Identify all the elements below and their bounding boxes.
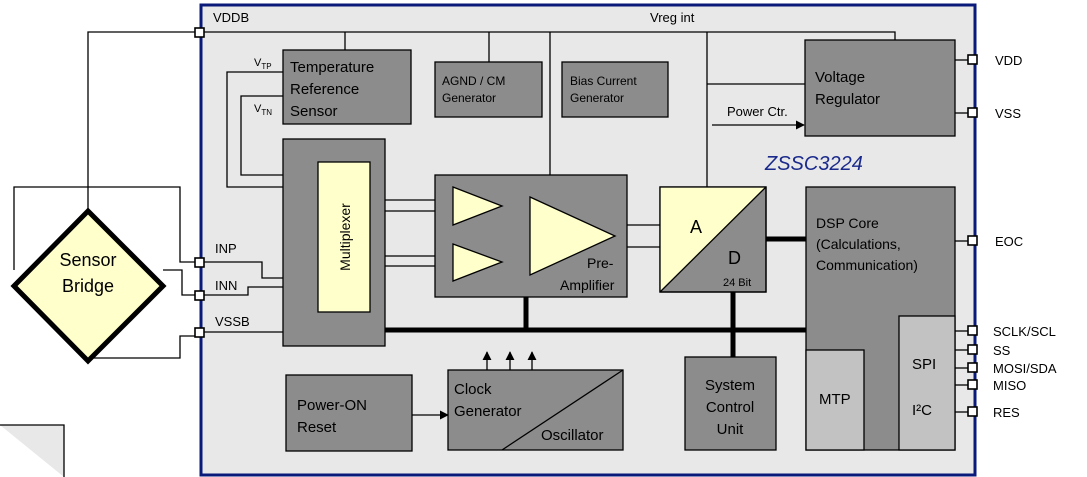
bias-block (561, 61, 669, 118)
pin-miso (967, 379, 978, 390)
amp-main-triangle (529, 195, 617, 277)
regulator-line2: Regulator (815, 91, 880, 108)
vddb-label: VDDB (213, 10, 249, 25)
vtn-label: VTN (254, 103, 272, 117)
chip-title: ZSSC3224 (764, 153, 863, 175)
pin-vdd (967, 54, 978, 65)
ss-label: SS (993, 343, 1011, 358)
clock-line1: Clock (454, 381, 492, 398)
multiplexer-inner (317, 161, 371, 313)
i2c-label: I²C (912, 402, 932, 419)
agnd-line1: AGND / CM (442, 74, 505, 88)
bias-line1: Bias Current (570, 74, 637, 88)
vreg-label: Vreg int (650, 10, 695, 25)
por-line1: Power-ON (297, 397, 367, 414)
mtp-label: MTP (819, 391, 851, 408)
vtp-label: VTP (254, 57, 272, 71)
pin-vddb (194, 27, 205, 38)
dsp-line3: Communication) (816, 257, 918, 273)
mtp-block (805, 349, 865, 451)
dsp-line1: DSP Core (816, 215, 879, 231)
agnd-block (434, 61, 543, 118)
clock-line3: Oscillator (541, 427, 604, 444)
temp-sensor-line2: Reference (290, 81, 359, 98)
adc-a-label: A (690, 217, 702, 237)
digital-bus (385, 236, 806, 357)
pin-mosi (967, 362, 978, 373)
pin-vssb (194, 327, 205, 338)
regulator-block (804, 39, 956, 137)
adc-bits-label: 24 Bit (723, 277, 751, 289)
sensor-bridge (10, 207, 167, 365)
pin-res (967, 406, 978, 417)
bridge-line1: Sensor (59, 250, 116, 270)
amp-top-triangle (452, 186, 504, 226)
temp-sensor-line3: Sensor (290, 103, 338, 120)
regulator-line1: Voltage (815, 69, 865, 86)
por-block (285, 374, 413, 452)
bridge-line2: Bridge (62, 276, 114, 296)
scu-line1: System (705, 377, 755, 394)
preamp-line2: Amplifier (560, 277, 615, 293)
multiplexer-label: Multiplexer (337, 203, 353, 271)
power-ctrl-label: Power Ctr. (727, 104, 788, 119)
agnd-line2: Generator (442, 91, 496, 105)
clock-line2: Generator (454, 403, 522, 420)
dsp-line2: (Calculations, (816, 236, 901, 252)
preamp-line1: Pre- (587, 255, 614, 271)
scu-block (684, 356, 777, 451)
scu-line3: Unit (717, 421, 745, 438)
adc-d-label: D (728, 248, 741, 268)
inp-label: INP (215, 241, 237, 256)
clock-block (447, 369, 624, 451)
amp-bottom-triangle (452, 243, 504, 282)
pin-inn (194, 290, 205, 301)
spi-label: SPI (912, 356, 936, 373)
scu-line2: Control (706, 399, 754, 416)
mosi-label: MOSI/SDA (993, 361, 1057, 376)
spi-i2c-block (898, 315, 956, 451)
miso-label: MISO (993, 378, 1026, 393)
bias-line2: Generator (570, 91, 624, 105)
por-line2: Reset (297, 419, 337, 436)
sclk-label: SCLK/SCL (993, 324, 1056, 339)
inn-label: INN (215, 278, 237, 293)
temp-sensor-block (282, 49, 412, 125)
pin-sclk (967, 325, 978, 336)
pin-ss (967, 344, 978, 355)
external-box-fragment (0, 424, 65, 477)
res-label: RES (993, 405, 1020, 420)
vssb-label: VSSB (215, 314, 250, 329)
wires (13, 31, 968, 420)
temp-sensor-line1: Temperature (290, 59, 374, 76)
vss-label: VSS (995, 106, 1021, 121)
vdd-label: VDD (995, 53, 1022, 68)
pin-eoc (967, 235, 978, 246)
eoc-label: EOC (995, 234, 1023, 249)
pin-inp (194, 257, 205, 268)
pin-vss (967, 107, 978, 118)
